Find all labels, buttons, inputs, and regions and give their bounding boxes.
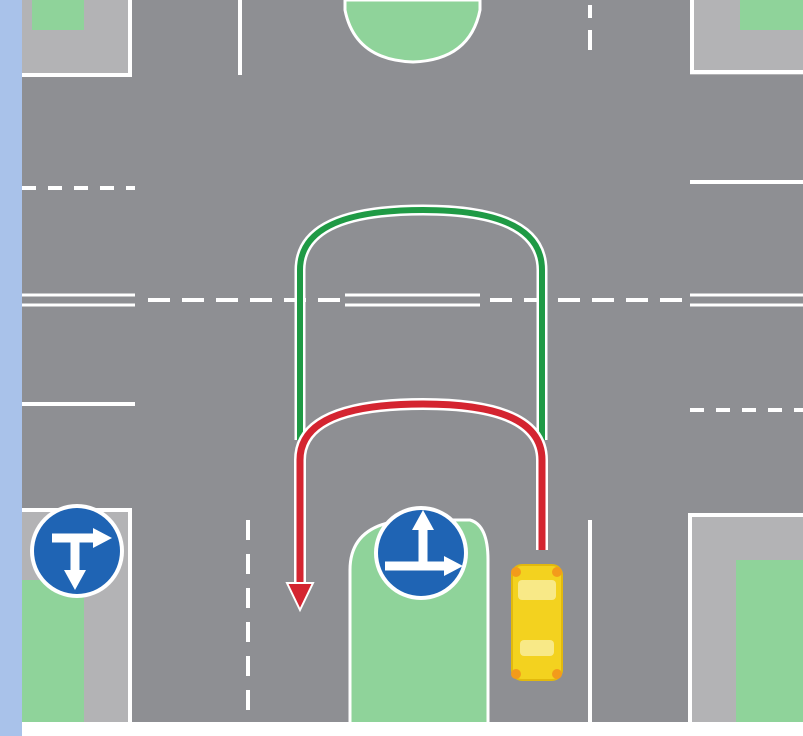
top-left-corner [22,0,132,77]
top-median-island [343,0,482,64]
bottom-edge [22,722,803,736]
bottom-right-corner [688,513,803,724]
red-arrow-head [285,582,315,613]
forbidden-u-turn-path [285,397,548,613]
yellow-car [511,564,563,681]
straight-or-right-arrow-icon [374,506,468,600]
top-right-corner [690,0,803,75]
allowed-u-turn-path [294,204,548,440]
right-or-down-arrow-icon [30,504,124,598]
road-markings [22,0,803,724]
